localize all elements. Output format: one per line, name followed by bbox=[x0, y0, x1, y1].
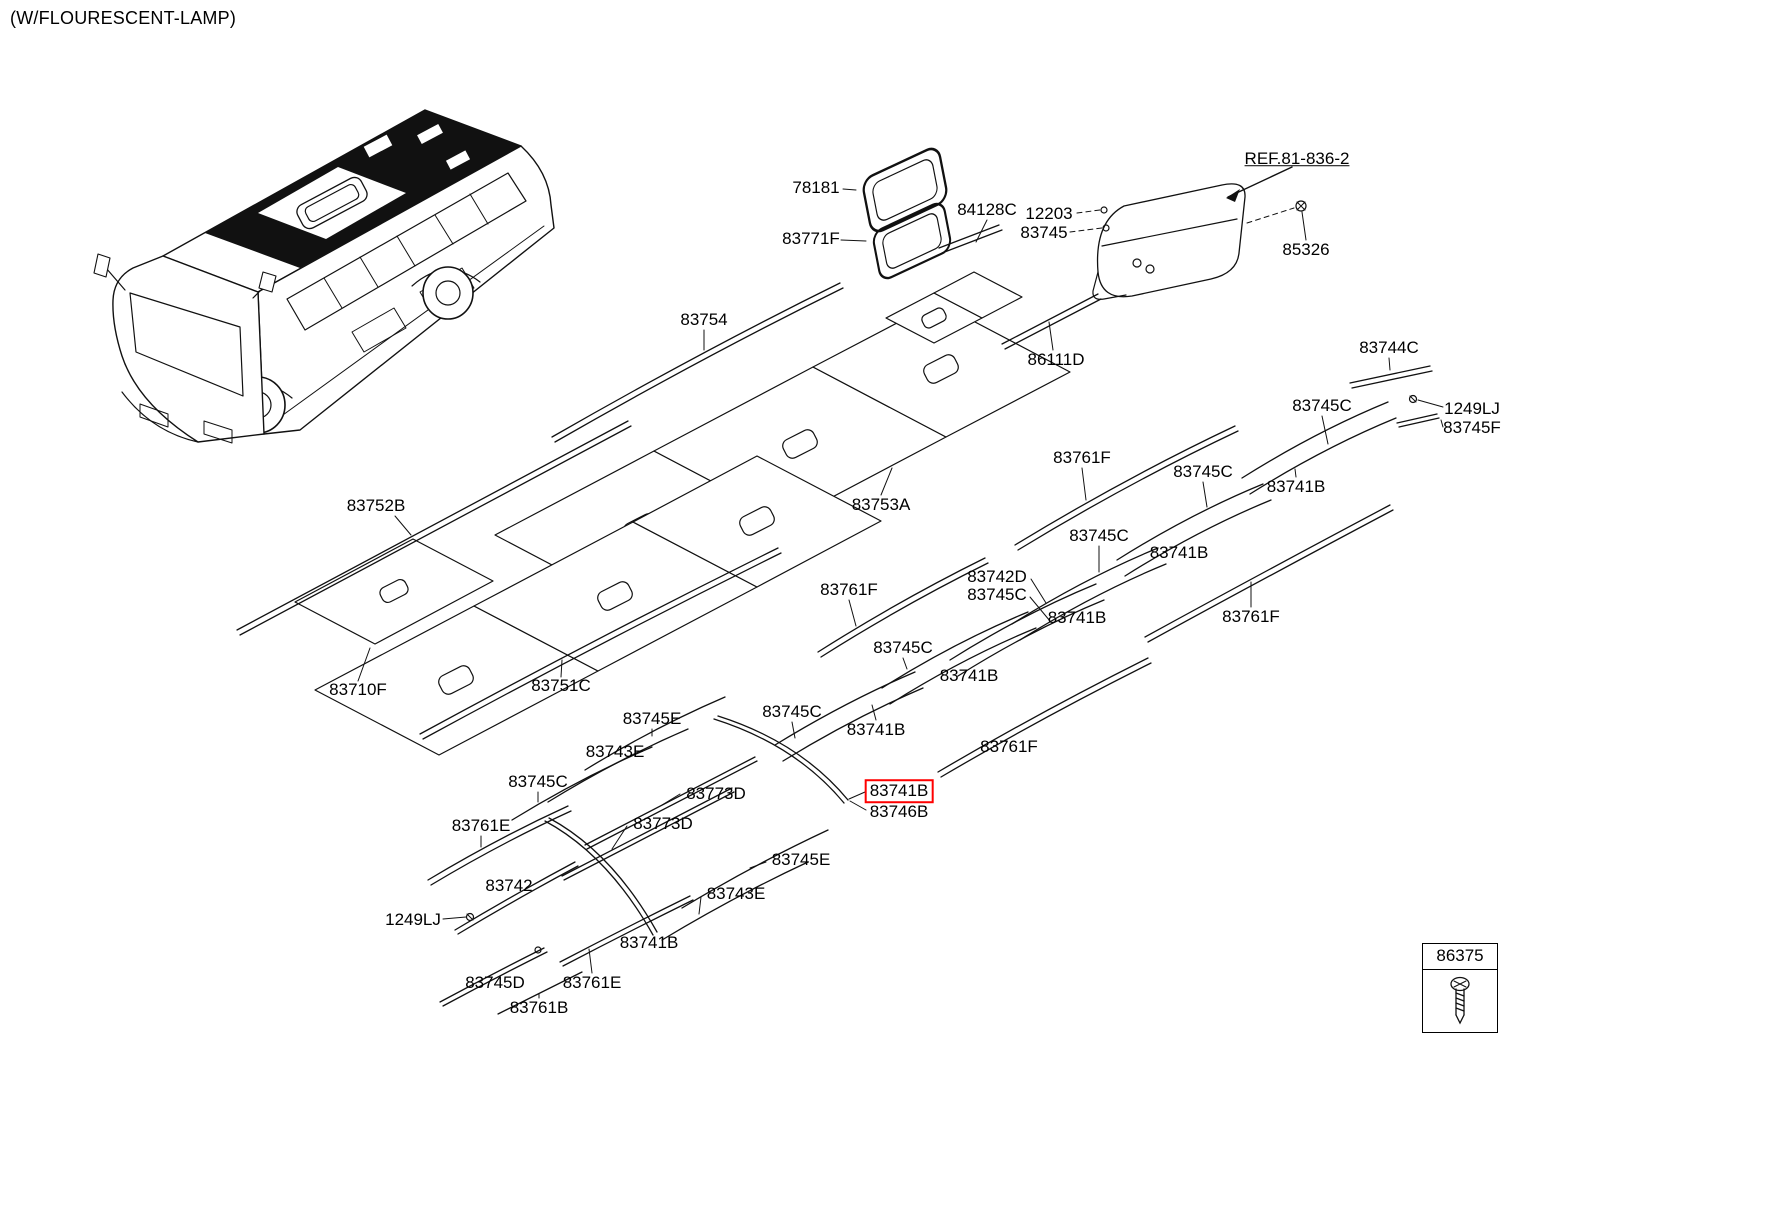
part-label-83743e-42[interactable]: 83743E bbox=[706, 884, 766, 904]
part-label-83745c-12[interactable]: 83745C bbox=[1292, 396, 1352, 416]
ref-arrow-head bbox=[1226, 189, 1240, 202]
diagram-title: (W/FLOURESCENT-LAMP) bbox=[10, 8, 237, 28]
part-label-83761f-22[interactable]: 83761F bbox=[820, 580, 878, 600]
part-label-83743e-33[interactable]: 83743E bbox=[585, 742, 645, 762]
moulding-strips bbox=[236, 224, 1440, 778]
clip-83745D bbox=[534, 946, 542, 954]
part-label-83773d-38[interactable]: 83773D bbox=[633, 814, 693, 834]
part-label-83745c-25[interactable]: 83745C bbox=[873, 638, 933, 658]
part-label-83745f-11[interactable]: 83745F bbox=[1443, 418, 1501, 438]
fasteners bbox=[465, 200, 1418, 954]
lamp-canopy bbox=[1092, 166, 1293, 300]
sunroof-frame-78181 bbox=[862, 147, 948, 233]
part-label-1249lj-43[interactable]: 1249LJ bbox=[385, 910, 441, 930]
part-label-86111d-8[interactable]: 86111D bbox=[1027, 350, 1085, 370]
part-label-83741b-15[interactable]: 83741B bbox=[1266, 477, 1326, 497]
inset-part-box: 86375 bbox=[1422, 943, 1498, 1033]
part-label-83741b-19[interactable]: 83741B bbox=[1149, 543, 1209, 563]
strip-83752B bbox=[236, 420, 629, 631]
part-label-83753a-17[interactable]: 83753A bbox=[851, 495, 911, 515]
part-label-83745c-14[interactable]: 83745C bbox=[1173, 462, 1233, 482]
part-label-83741b-36[interactable]: 83741B bbox=[864, 779, 934, 803]
part-label-83761e-46[interactable]: 83761E bbox=[562, 973, 622, 993]
strip-83751C bbox=[419, 547, 779, 735]
part-label-83741b-26[interactable]: 83741B bbox=[939, 666, 999, 686]
part-label-83745c-21[interactable]: 83745C bbox=[967, 585, 1027, 605]
part-label-83745d-45[interactable]: 83745D bbox=[465, 973, 525, 993]
part-label-83745e-40[interactable]: 83745E bbox=[771, 850, 831, 870]
part-label-12203-3[interactable]: 12203 bbox=[1025, 204, 1073, 224]
part-label-83761b-47[interactable]: 83761B bbox=[509, 998, 569, 1018]
roof-panel-sheets bbox=[294, 271, 1071, 756]
clip-83745 bbox=[1102, 224, 1110, 232]
part-label-83741b-30[interactable]: 83741B bbox=[846, 720, 906, 740]
part-label-83744c-9[interactable]: 83744C bbox=[1359, 338, 1419, 358]
part-label-78181-0[interactable]: 78181 bbox=[792, 178, 840, 198]
part-label-83773d-35[interactable]: 83773D bbox=[686, 784, 746, 804]
bus-illustration bbox=[93, 109, 555, 444]
roof-rail-arcs bbox=[427, 401, 1397, 1015]
strip-86111D bbox=[1001, 293, 1099, 345]
strip-83761F-1 bbox=[1014, 425, 1236, 546]
strip-83745F bbox=[1396, 413, 1438, 424]
part-label-1249lj-10[interactable]: 1249LJ bbox=[1444, 399, 1500, 419]
part-label-83745e-32[interactable]: 83745E bbox=[622, 709, 682, 729]
part-label-83745c-18[interactable]: 83745C bbox=[1069, 526, 1129, 546]
part-label-83745-4[interactable]: 83745 bbox=[1020, 223, 1068, 243]
part-label-85326-6[interactable]: 85326 bbox=[1282, 240, 1330, 260]
part-label-83751c-28[interactable]: 83751C bbox=[531, 676, 591, 696]
screw-icon bbox=[1443, 970, 1477, 1032]
part-label-83710f-27[interactable]: 83710F bbox=[329, 680, 387, 700]
part-label-83742-41[interactable]: 83742 bbox=[485, 876, 533, 896]
part-label-83745c-34[interactable]: 83745C bbox=[508, 772, 568, 792]
sunroof-frame-83771F bbox=[872, 202, 952, 280]
strip-83761F-3 bbox=[817, 557, 986, 653]
part-label-83754-7[interactable]: 83754 bbox=[680, 310, 728, 330]
screw-12203 bbox=[1100, 206, 1108, 214]
leader-lines bbox=[357, 188, 1444, 999]
screw-1249LJ-top bbox=[1408, 394, 1418, 404]
roof-hatches bbox=[289, 123, 471, 207]
strip-83754 bbox=[551, 282, 841, 438]
part-label-83761f-24[interactable]: 83761F bbox=[1222, 607, 1280, 627]
part-label-83741b-44[interactable]: 83741B bbox=[619, 933, 679, 953]
part-label-83761f-13[interactable]: 83761F bbox=[1053, 448, 1111, 468]
screw-85326 bbox=[1295, 200, 1307, 212]
part-label-ref-81-836-2-5[interactable]: REF.81-836-2 bbox=[1244, 149, 1350, 169]
part-label-83746b-37[interactable]: 83746B bbox=[869, 802, 929, 822]
leader-lines-dashed bbox=[1069, 207, 1295, 233]
part-label-83742d-20[interactable]: 83742D bbox=[967, 567, 1027, 587]
part-label-83752b-16[interactable]: 83752B bbox=[346, 496, 406, 516]
part-label-83761f-31[interactable]: 83761F bbox=[980, 737, 1038, 757]
part-label-83771f-1[interactable]: 83771F bbox=[782, 229, 840, 249]
part-label-83761e-39[interactable]: 83761E bbox=[451, 816, 511, 836]
strip-83761F-4 bbox=[937, 657, 1149, 773]
strip-83744C bbox=[1349, 365, 1431, 384]
part-label-83745c-29[interactable]: 83745C bbox=[762, 702, 822, 722]
arc-83741B-highlighted bbox=[717, 715, 849, 801]
part-label-84128c-2[interactable]: 84128C bbox=[957, 200, 1017, 220]
strip-83761F-2 bbox=[1144, 504, 1391, 638]
part-label-83741b-23[interactable]: 83741B bbox=[1047, 608, 1107, 628]
inset-part-number[interactable]: 86375 bbox=[1423, 944, 1497, 970]
